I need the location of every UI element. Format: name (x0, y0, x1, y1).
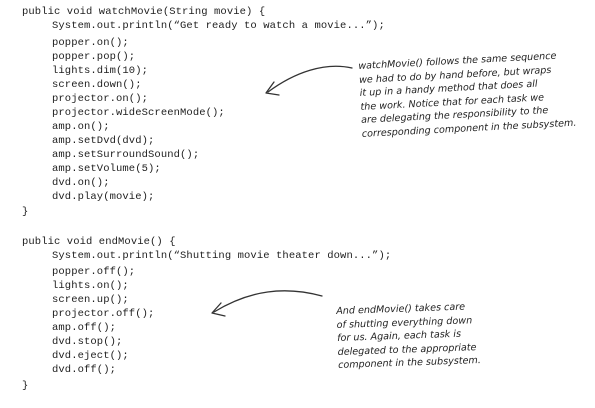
end-movie-annotation: And endMovie() takes care of shutting ev… (336, 300, 481, 373)
code-line: screen.up(); (52, 294, 129, 306)
watch-movie-signature: public void watchMovie(String movie) { (22, 6, 266, 18)
code-line: amp.off(); (52, 322, 117, 334)
code-line: dvd.eject(); (52, 350, 129, 362)
code-line: dvd.stop(); (52, 336, 123, 348)
code-line: popper.on(); (52, 37, 129, 49)
code-line: amp.on(); (52, 121, 110, 133)
code-line: System.out.println(“Shutting movie theat… (52, 250, 392, 262)
code-line: amp.setSurroundSound(); (52, 149, 200, 161)
code-line: projector.wideScreenMode(); (52, 107, 225, 119)
code-line: lights.dim(10); (52, 65, 149, 77)
code-line: popper.off(); (52, 266, 136, 278)
end-movie-close-brace: } (22, 380, 29, 392)
code-line: dvd.off(); (52, 364, 117, 376)
code-line: dvd.play(movie); (52, 191, 155, 203)
watch-movie-annotation: watchMovie() follows the same sequence w… (358, 49, 577, 142)
code-line: projector.off(); (52, 308, 155, 320)
code-line: dvd.on(); (52, 177, 110, 189)
end-movie-signature: public void endMovie() { (22, 236, 176, 248)
code-line: projector.on(); (52, 93, 149, 105)
code-line: amp.setVolume(5); (52, 163, 161, 175)
code-line: screen.down(); (52, 79, 142, 91)
code-line: lights.on(); (52, 280, 129, 292)
code-line: popper.pop(); (52, 51, 136, 63)
code-line: amp.setDvd(dvd); (52, 135, 155, 147)
code-line: System.out.println(“Get ready to watch a… (52, 20, 385, 32)
watch-movie-close-brace: } (22, 206, 29, 218)
